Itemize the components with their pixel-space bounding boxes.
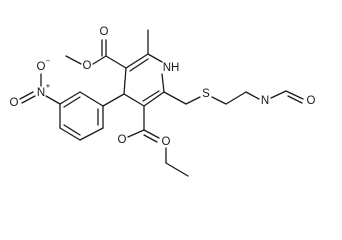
bond-c2-c3: [143, 91, 165, 107]
bond-ester-bottom-carbonyl-double: [143, 134, 158, 143]
bond-ph-nitro-n: [45, 95, 61, 105]
bond-c3-c4: [123, 93, 145, 107]
bond-c6-n1: [147, 53, 163, 63]
bond-nitro-n-o-double-2: [19, 91, 34, 100]
bond-ester-top-c-o: [92, 55, 107, 65]
bond-ph-2-3: [59, 91, 81, 105]
bond-ester-bottom-carbonyl: [143, 129, 160, 139]
bond-c5-ester-carbon: [105, 55, 127, 69]
amide-nitrogen: N: [261, 95, 269, 107]
bond-n1-c2: [161, 73, 165, 93]
amide-oxygen: O: [307, 95, 316, 107]
bond-cho-o: [285, 90, 304, 100]
bond-ph-4-5: [59, 127, 81, 141]
bond-cho-o-double: [287, 95, 303, 104]
bond-c5-c6-double: [129, 58, 149, 72]
chemical-structure: O O NH O O S N O N + O − O: [10, 26, 316, 177]
bond-c4-phenyl: [102, 93, 125, 107]
nitro-nitrogen-charge: +: [46, 82, 51, 91]
bond-ester-top-o-methyl: [65, 55, 82, 65]
ester-bottom-alkoxy-oxygen: O: [118, 134, 127, 146]
bond-ch2-s: [185, 96, 201, 105]
nitro-oxygen-single: O: [37, 61, 46, 73]
nitro-oxygen-double: O: [10, 97, 19, 109]
ring-nh: NH: [163, 62, 180, 74]
bond-ester-bottom-c-o: [127, 129, 145, 138]
nitro-nitrogen: N: [37, 87, 45, 99]
ester-bottom-carbonyl-oxygen: O: [162, 136, 171, 148]
bond-c2-c3-double: [142, 90, 160, 102]
thioether-sulfur: S: [202, 88, 210, 100]
bond-c4-c5: [123, 67, 127, 95]
bond-ph-1-2: [79, 91, 104, 107]
bond-ph-2-3-double: [63, 96, 81, 108]
bond-ph-5-6: [79, 127, 104, 141]
ester-top-carbonyl-oxygen: O: [100, 26, 109, 38]
bond-n-cho: [270, 90, 287, 99]
bond-ester-bottom-ch2-ch3: [165, 162, 189, 177]
bond-ch2-ch2: [225, 91, 247, 105]
bond-c2-ch2: [163, 91, 187, 105]
bond-s-ch2: [211, 96, 227, 105]
bond-nitro-n-o-double: [21, 95, 36, 104]
atom-labels: O O NH O O S N O N + O − O: [10, 26, 316, 148]
bond-c5-c6: [125, 53, 149, 69]
bond-ph-4-5-double: [63, 124, 81, 136]
bond-ch2-n: [245, 91, 260, 100]
bonds: [19, 29, 304, 177]
nitro-oxygen-charge: −: [46, 57, 51, 66]
ester-top-alkoxy-oxygen: O: [83, 60, 92, 72]
